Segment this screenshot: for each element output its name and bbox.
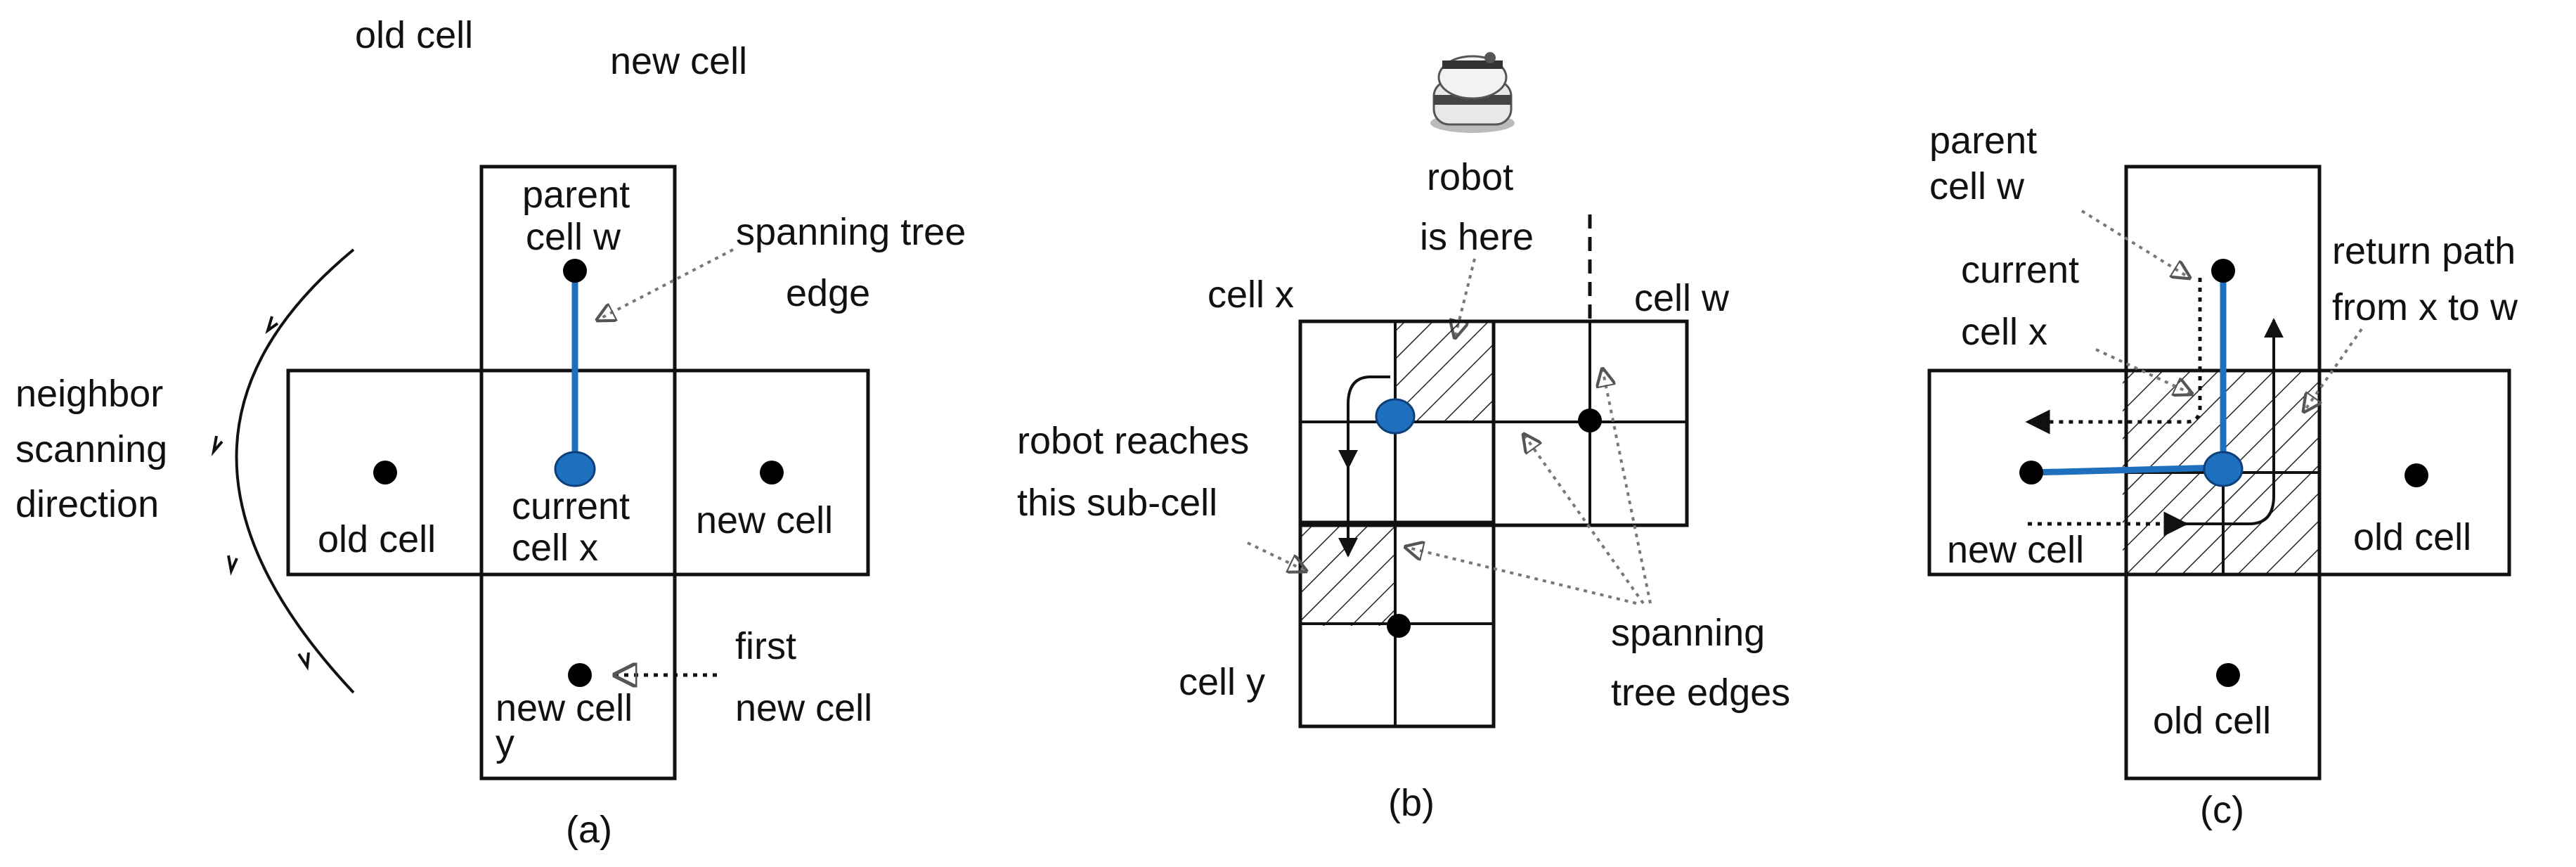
- robot-reaches-label-line2: this sub-cell: [1017, 482, 1217, 524]
- robot-icon: [1430, 52, 1515, 133]
- parent-cell-dot: [563, 259, 587, 283]
- spanning-pointer-1: [1406, 547, 1637, 605]
- cell-w-label: cell w: [1634, 277, 1730, 319]
- panel-b-caption: (b): [1388, 782, 1435, 824]
- cell-y-dot: [1387, 614, 1411, 638]
- spanning-pointer-3: [1603, 369, 1652, 604]
- spanning-tree-label-line1: spanning tree: [736, 211, 966, 253]
- current-cell-marker: [554, 451, 596, 487]
- cell-w-dot: [1578, 409, 1602, 432]
- neighbor-scanning-arc: [235, 248, 355, 694]
- spanning-edges-label-line1: spanning: [1611, 612, 1765, 654]
- old-cell-label: old cell: [318, 518, 436, 560]
- robot-position-marker: [1375, 398, 1416, 435]
- robot-label-line1: robot: [1427, 156, 1513, 198]
- panel-a: old cell new cell parent cell w spanning…: [15, 14, 966, 851]
- new-cell-label: new cell: [696, 499, 833, 541]
- old-cell-right-label: old cell: [2353, 516, 2471, 558]
- first-new-cell-dot: [568, 663, 592, 687]
- panel-c: parent cell w current cell x return path…: [1927, 120, 2518, 831]
- parent-pointer: [2080, 210, 2189, 278]
- old-cell-right-dot: [2405, 463, 2428, 487]
- top-old-cell-label: old cell: [355, 14, 473, 56]
- arc-arrow-3: [227, 555, 238, 576]
- current-cell-marker: [2203, 451, 2244, 487]
- hatched-subcell-robot: [1395, 321, 1494, 422]
- parent-cell-label-line2: cell w: [526, 216, 621, 258]
- y-label: y: [496, 722, 514, 764]
- parent-cell-label-line1: parent: [522, 174, 630, 216]
- parent-cell-dot: [2211, 259, 2235, 283]
- tree-edge-horizontal: [2028, 464, 2225, 476]
- new-cell-y-label: new cell: [496, 687, 633, 729]
- neighbor-label-line2: scanning: [15, 428, 167, 470]
- robot-reaches-pointer: [1247, 541, 1306, 571]
- old-cell-dot: [373, 461, 397, 484]
- parent-cell-label-line1: parent: [1929, 120, 2037, 162]
- panel-c-caption: (c): [2200, 789, 2244, 831]
- robot-label-line2: is here: [1420, 216, 1534, 258]
- return-path: [2186, 318, 2284, 525]
- dashed-path-out: [2025, 278, 2202, 435]
- spanning-pointer-2: [1524, 435, 1645, 605]
- spanning-tree-pointer: [597, 248, 734, 320]
- current-pointer: [2095, 348, 2192, 394]
- arc-arrow-4: [297, 652, 310, 671]
- neighbor-label-line1: neighbor: [15, 373, 163, 415]
- top-new-cell-label: new cell: [610, 40, 747, 82]
- current-cell-label-line1: current: [512, 485, 630, 527]
- cell-x-label: cell x: [1208, 274, 1294, 316]
- return-path-label-line1: return path: [2332, 230, 2516, 272]
- arc-arrow-1: [265, 316, 279, 335]
- cell-y-label: cell y: [1179, 661, 1265, 703]
- return-path-label-line2: from x to w: [2332, 286, 2518, 328]
- new-cell-label: new cell: [1947, 529, 2084, 571]
- old-cell-bottom-dot: [2216, 663, 2240, 687]
- current-cell-label-line2: cell x: [512, 527, 598, 569]
- panel-b: robot is here cell x cell w robot reache…: [1017, 52, 1790, 824]
- neighbor-label-line3: direction: [15, 483, 159, 525]
- arc-arrow-2: [211, 435, 224, 456]
- current-cell-label-line2: cell x: [1961, 311, 2047, 353]
- parent-cell-label-line2: cell w: [1929, 165, 2025, 207]
- spanning-edges-label-line2: tree edges: [1611, 672, 1790, 714]
- panel-a-caption: (a): [566, 809, 612, 851]
- first-new-cell-label-line2: new cell: [735, 687, 872, 729]
- robot-path: [1338, 375, 1390, 470]
- first-new-cell-label-line1: first: [735, 625, 796, 667]
- new-cell-dot: [2019, 461, 2043, 484]
- spanning-tree-label-line2: edge: [786, 272, 870, 314]
- robot-reaches-label-line1: robot reaches: [1017, 420, 1249, 462]
- old-cell-bottom-label: old cell: [2153, 700, 2271, 742]
- current-cell-label-line1: current: [1961, 249, 2079, 291]
- new-cell-dot: [760, 461, 784, 484]
